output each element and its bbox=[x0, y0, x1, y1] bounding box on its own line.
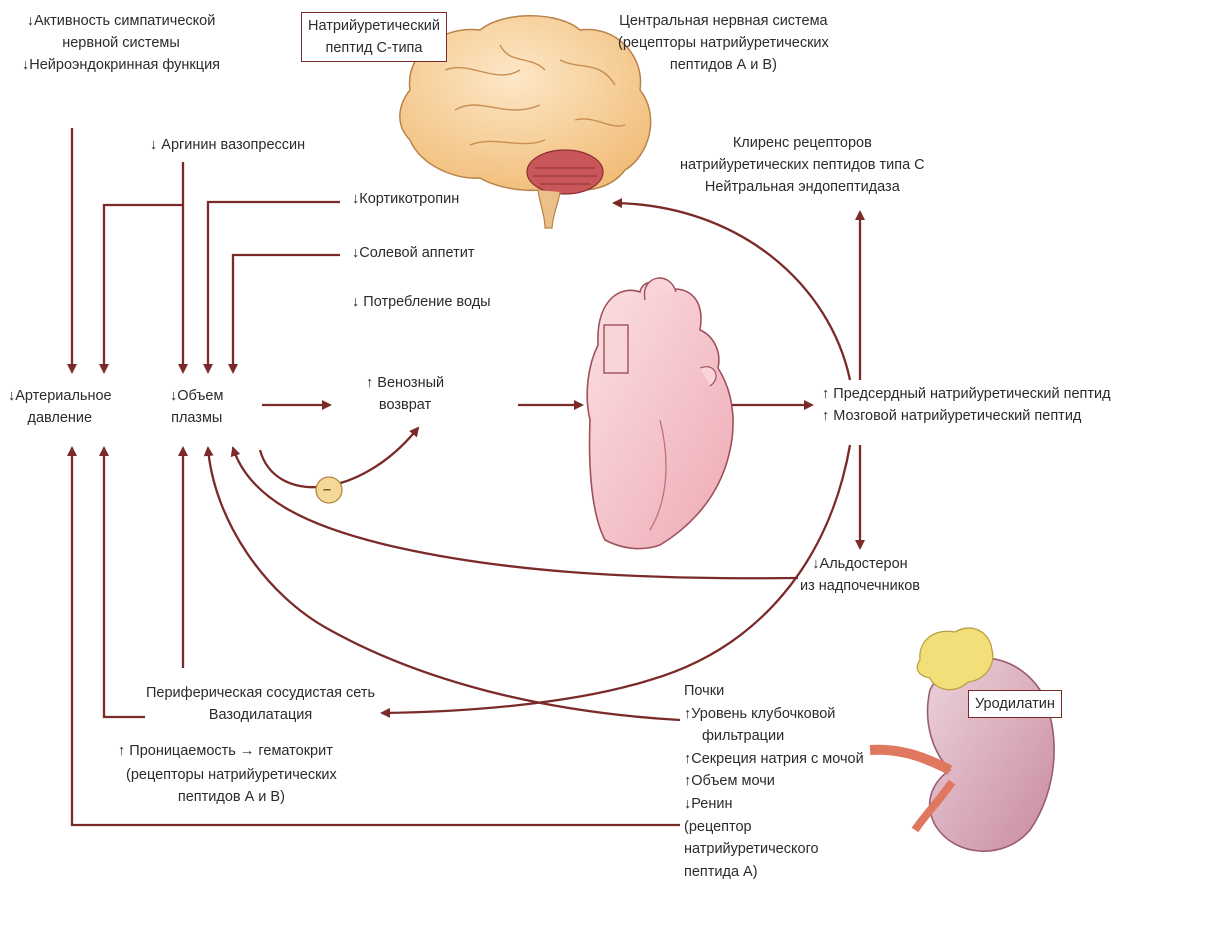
kidneys-label: Почки ↑Уровень клубочковой фильтрации ↑С… bbox=[684, 680, 864, 883]
heart-illustration bbox=[587, 278, 733, 549]
aldosterone-label: ↓Альдостерон из надпочечников bbox=[800, 553, 920, 597]
corticotropin-label: ↓Кортикотропин bbox=[352, 188, 459, 210]
vasopressin-label: ↓ Аргинин вазопрессин bbox=[150, 134, 305, 156]
permeability-label: ↑ Проницаемость → гематокрит bbox=[118, 740, 333, 762]
arrow-corticotropin-to-plasma bbox=[208, 202, 340, 372]
venous-return-label: ↑ Венозный возврат bbox=[366, 372, 444, 416]
arrow-plasma-curve-to-venous bbox=[260, 428, 418, 487]
peripheral-vasculature-label: Периферическая сосудистая сеть Вазодилат… bbox=[146, 682, 375, 726]
plasma-volume-label: ↓Объем плазмы bbox=[170, 385, 223, 429]
natriuretic-peptides-label: ↑ Предсердный натрийуретический пептид ↑… bbox=[822, 383, 1111, 427]
arrow-vasodilation-to-pressure bbox=[104, 448, 145, 717]
minus-sign-label: – bbox=[323, 479, 331, 501]
salt-appetite-label: ↓Солевой аппетит bbox=[352, 242, 474, 264]
sympathetic-activity-label: ↓Активность симпатической нервной систем… bbox=[22, 10, 220, 76]
cns-label: Центральная нервная система (рецепторы н… bbox=[618, 10, 829, 76]
arterial-pressure-label: ↓Артериальное давление bbox=[8, 385, 112, 429]
arrow-salt-appetite-to-plasma bbox=[233, 255, 340, 372]
peripheral-receptors-label: (рецепторы натрийуретических пептидов А … bbox=[126, 764, 337, 808]
cnp-box: Натрийуретический пептид С-типа bbox=[301, 12, 447, 62]
water-intake-label: ↓ Потребление воды bbox=[352, 291, 491, 313]
arrow-vasopressin-to-pressure bbox=[104, 205, 183, 372]
urodilatin-box: Уродилатин bbox=[968, 690, 1062, 718]
clearance-label: Клиренс рецепторов натрийуретических пеп… bbox=[680, 132, 925, 198]
